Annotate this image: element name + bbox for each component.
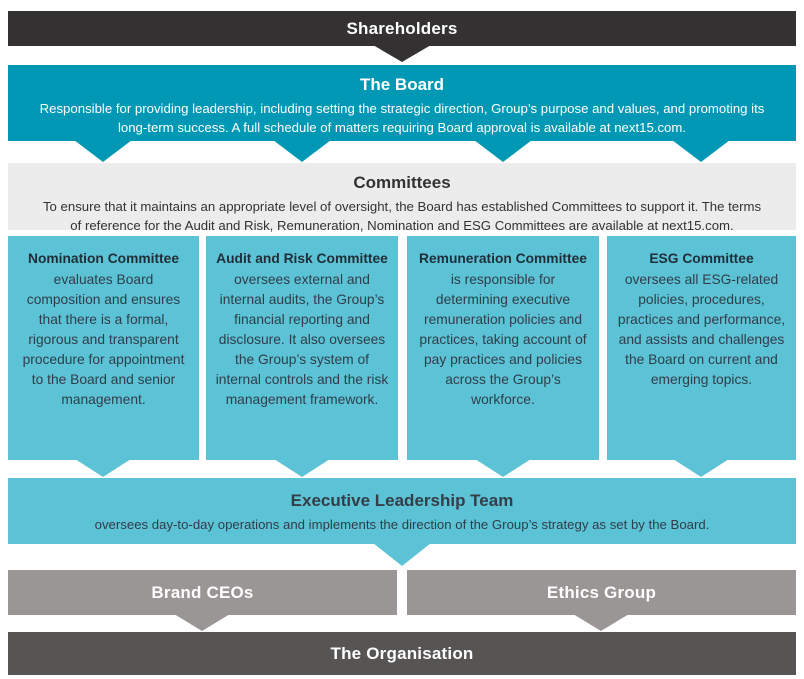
brand-ceos-box: Brand CEOs — [8, 570, 397, 615]
elt-description: oversees day-to-day operations and imple… — [94, 517, 710, 532]
nomination-committee-box: Nomination Committee evaluates Board com… — [8, 236, 199, 460]
esg-committee-description: oversees all ESG-related policies, proce… — [617, 272, 786, 387]
audit-risk-committee-title: Audit and Risk Committee — [216, 251, 388, 266]
brand-ceos-title: Brand CEOs — [151, 582, 254, 602]
arrow-committee-4-to-elt — [673, 459, 729, 477]
elt-title: Executive Leadership Team — [290, 491, 514, 510]
nomination-committee-title: Nomination Committee — [27, 251, 179, 266]
board-description: Responsible for providing leadership, in… — [39, 101, 765, 135]
ethics-group-title: Ethics Group — [546, 582, 657, 602]
esg-committee-box: ESG Committee oversees all ESG-related p… — [607, 236, 796, 460]
shareholders-bar: Shareholders — [8, 11, 796, 46]
remuneration-committee-title: Remuneration Committee — [419, 251, 587, 266]
arrow-committee-2-to-elt — [274, 459, 330, 477]
arrow-shareholders-to-board — [373, 45, 431, 62]
organisation-title: The Organisation — [330, 643, 474, 663]
executive-leadership-team-box: Executive Leadership Team oversees day-t… — [8, 478, 796, 544]
committees-title: Committees — [353, 173, 451, 192]
organisation-bar: The Organisation — [8, 632, 796, 675]
arrow-brand-ceos-to-organisation — [174, 614, 230, 631]
remuneration-committee-description: is responsible for determining executive… — [419, 272, 587, 407]
audit-risk-committee-description: oversees external and internal audits, t… — [215, 272, 389, 407]
arrow-ethics-group-to-organisation — [573, 614, 629, 631]
arrow-committee-3-to-elt — [475, 459, 531, 477]
nomination-committee-description: evaluates Board composition and ensures … — [22, 272, 185, 407]
shareholders-title: Shareholders — [346, 18, 458, 38]
committees-band: Committees To ensure that it maintains a… — [8, 163, 796, 233]
ethics-group-box: Ethics Group — [407, 570, 796, 615]
esg-committee-title: ESG Committee — [649, 251, 754, 266]
board-box: The Board Responsible for providing lead… — [8, 65, 796, 141]
audit-risk-committee-box: Audit and Risk Committee oversees extern… — [206, 236, 398, 460]
remuneration-committee-box: Remuneration Committee is responsible fo… — [407, 236, 599, 460]
arrow-committee-1-to-elt — [75, 459, 131, 477]
arrow-board-to-committee-4 — [672, 140, 730, 162]
arrow-board-to-committee-2 — [273, 140, 331, 162]
arrow-board-to-committee-1 — [74, 140, 132, 162]
committees-description: To ensure that it maintains an appropria… — [42, 199, 762, 233]
arrow-board-to-committee-3 — [474, 140, 532, 162]
board-title: The Board — [359, 75, 445, 94]
arrow-elt-to-lower-row — [373, 543, 431, 566]
